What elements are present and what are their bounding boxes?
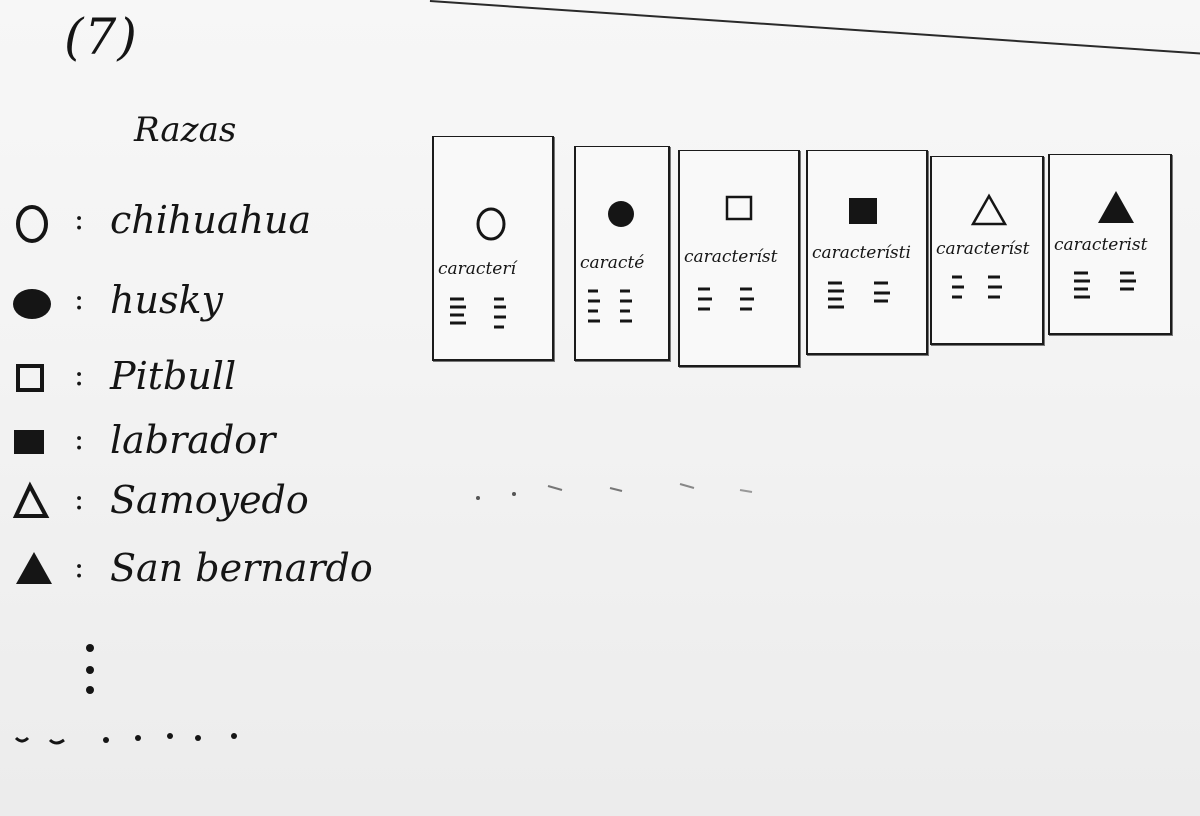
legend-item-chihuahua: : chihuahua [10, 196, 430, 246]
triangle-filled-icon [1098, 191, 1134, 223]
vertical-ellipsis [86, 644, 94, 694]
triangle-outline-icon [970, 193, 1008, 226]
legend-name: Pitbull [110, 354, 237, 398]
legend-colon: : [74, 482, 85, 517]
card-label: característ [684, 247, 778, 267]
legend-name: chihuahua [110, 198, 312, 242]
legend-name: labrador [110, 418, 276, 462]
breed-card[interactable]: caracterí [432, 136, 554, 361]
breed-card[interactable]: característ [678, 150, 800, 367]
legend-colon: : [74, 282, 85, 317]
legend-name: Samoyedo [110, 478, 309, 522]
circle-outline-icon [476, 207, 506, 241]
page-number: (7) [64, 8, 138, 66]
text-lines [1074, 271, 1136, 299]
legend-name: husky [110, 278, 223, 322]
square-outline-icon [725, 195, 753, 221]
circle-outline-icon [16, 205, 48, 243]
card-label: caracté [580, 253, 645, 273]
legend-item-pitbull: : Pitbull [10, 352, 430, 402]
breed-card[interactable]: característi [806, 150, 928, 355]
circle-filled-icon [13, 289, 51, 319]
text-lines [450, 297, 506, 329]
legend-item-husky: : husky [10, 276, 430, 326]
circle-filled-icon [608, 201, 634, 227]
square-filled-icon [849, 198, 877, 224]
text-lines [952, 275, 1002, 299]
legend-name: San bernardo [110, 546, 373, 590]
legend-item-san-bernardo: : San bernardo [10, 544, 430, 594]
triangle-filled-icon [16, 552, 52, 584]
square-filled-icon [14, 430, 44, 454]
text-lines [588, 289, 632, 323]
breed-card[interactable]: caracté [574, 146, 670, 361]
text-lines [698, 287, 754, 311]
breed-card[interactable]: característ [930, 156, 1044, 345]
text-lines [828, 281, 890, 309]
triangle-outline-icon [12, 481, 50, 518]
legend-colon: : [74, 202, 85, 237]
legend-colon: : [74, 358, 85, 393]
faint-continuation-dots [476, 483, 753, 500]
square-outline-icon [16, 364, 44, 392]
legend-item-samoyedo: : Samoyedo [10, 476, 430, 526]
legend-colon: : [74, 422, 85, 457]
card-label: característ [936, 239, 1030, 259]
card-label: caracterí [438, 259, 516, 279]
horizontal-ellipsis [14, 733, 237, 745]
legend-item-labrador: : labrador [10, 416, 430, 466]
legend-title: Razas [134, 110, 237, 150]
card-label: caracterist [1054, 235, 1148, 255]
legend-colon: : [74, 550, 85, 585]
card-label: característi [812, 243, 911, 263]
breed-card[interactable]: caracterist [1048, 154, 1172, 335]
